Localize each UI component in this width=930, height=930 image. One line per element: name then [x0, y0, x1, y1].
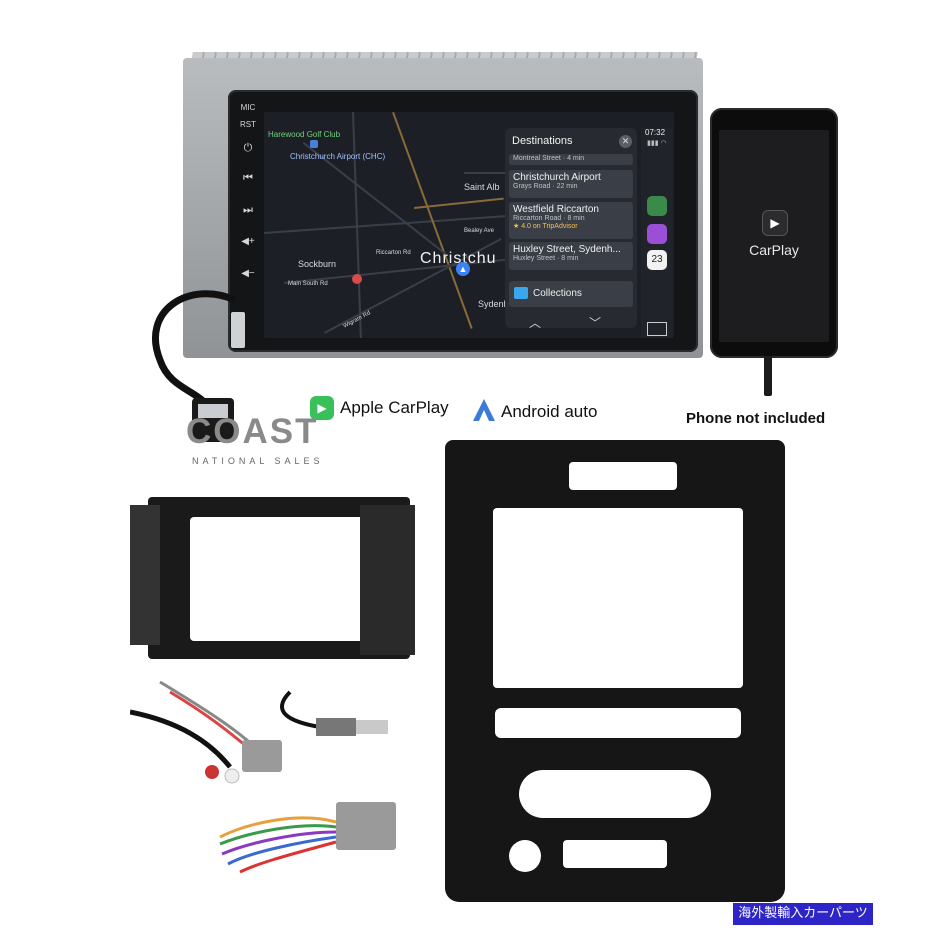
map-label-main-south: Main South Rd [288, 281, 328, 287]
rst-button[interactable]: RST [240, 120, 256, 129]
volume-up-icon[interactable]: ◀+ [241, 236, 255, 247]
maps-app-icon[interactable] [647, 196, 667, 216]
carplay-app-icon[interactable]: ▶ [762, 210, 788, 236]
folder-icon [514, 287, 528, 299]
location-arrow-icon: ▲ [456, 262, 470, 276]
collections-button[interactable]: Collections [509, 281, 633, 307]
destination-title: Huxley Street, Sydenh... [513, 244, 621, 255]
destination-title: Christchurch Airport [513, 172, 601, 183]
map-label-golf: Harewood Golf Club [268, 130, 341, 139]
destinations-title: Destinations [512, 135, 573, 147]
dash-kit-panel [445, 440, 785, 902]
phone-screen: ▶ CarPlay [719, 130, 829, 342]
map-label-airport: Christchurch Airport (CHC) [290, 152, 386, 161]
power-icon[interactable]: ⏻ [243, 142, 253, 154]
apple-carplay-label: Apple CarPlay [340, 398, 449, 417]
coast-logo: COAST [186, 412, 319, 451]
destination-sub: Riccarton Road · 8 min [513, 215, 585, 222]
coast-tagline: NATIONAL SALES [192, 456, 324, 466]
destination-sub: Grays Road · 22 min [513, 183, 578, 190]
destination-sub: Huxley Street · 8 min [513, 255, 579, 262]
phone-not-included-note: Phone not included [686, 410, 826, 427]
destination-rating: ★ 4.0 on TripAdvisor [513, 223, 578, 230]
android-auto-label: Android auto [501, 402, 598, 421]
destination-partial: Montreal Street · 4 min [513, 155, 585, 162]
bracket-opening [190, 517, 366, 641]
import-parts-tag: 海外製輸入カーパーツ [733, 903, 873, 925]
volume-down-icon[interactable]: ◀− [241, 268, 255, 279]
dashboard-grid-icon[interactable] [647, 322, 667, 336]
bracket-side-right [360, 505, 415, 655]
previous-track-icon[interactable]: ⏮ [243, 172, 253, 184]
calendar-app-icon[interactable]: 23 [647, 250, 667, 270]
status-time: 07:32 [645, 128, 666, 137]
carplay-logo-icon: ▶ [310, 396, 334, 420]
dash-kit-radio-opening [493, 508, 743, 688]
map-label-sockburn: Sockburn [298, 259, 337, 269]
map-label-saint-albans: Saint Alb [464, 182, 500, 192]
dash-kit-vent-slot [495, 708, 741, 738]
usb-port [231, 312, 245, 348]
dash-kit-slot [569, 462, 677, 490]
destinations-panel: Destinations ✕ Montreal Street · 4 min C… [505, 128, 637, 330]
usb-cable [151, 290, 237, 442]
list-item[interactable]: Huxley Street, Sydenh... Huxley Street ·… [509, 242, 633, 270]
close-icon[interactable]: ✕ [619, 135, 632, 148]
bracket-side-left [130, 505, 160, 645]
list-item[interactable]: Montreal Street · 4 min [509, 154, 633, 165]
phone-carplay-label: CarPlay [749, 242, 799, 258]
android-auto-icon [473, 399, 495, 421]
airport-icon [310, 140, 318, 148]
wiring-harness [130, 680, 396, 874]
map-label-bealey: Bealey Ave [464, 228, 494, 234]
collections-label: Collections [533, 288, 582, 299]
map-label-riccarton-rd: Riccarton Rd [376, 250, 411, 256]
carplay-status-column: 07:32 ▮▮▮ ◠ 23 [641, 128, 673, 338]
map-road [464, 172, 524, 174]
highway-marker-icon [352, 274, 362, 284]
chevron-up-icon[interactable]: ︿ [529, 316, 542, 330]
podcasts-app-icon[interactable] [647, 224, 667, 244]
dash-kit-control-opening [519, 770, 711, 818]
dash-kit-lower-slot [563, 840, 667, 868]
phone-cable [764, 356, 772, 396]
mic-label: MIC [240, 103, 256, 112]
map-label-sydenham: Sydenham [478, 299, 522, 309]
chevron-down-icon[interactable]: ﹀ [589, 316, 602, 330]
list-item[interactable]: Westfield Riccarton Riccarton Road · 8 m… [509, 202, 633, 239]
map-label-christchurch: Christchu [420, 250, 497, 267]
destination-title: Westfield Riccarton [513, 204, 599, 215]
signal-icon: ▮▮▮ ◠ [647, 140, 667, 147]
dash-kit-knob-hole [509, 840, 541, 872]
next-track-icon[interactable]: ⏭ [243, 204, 253, 216]
list-item[interactable]: Christchurch Airport Grays Road · 22 min [509, 170, 633, 198]
